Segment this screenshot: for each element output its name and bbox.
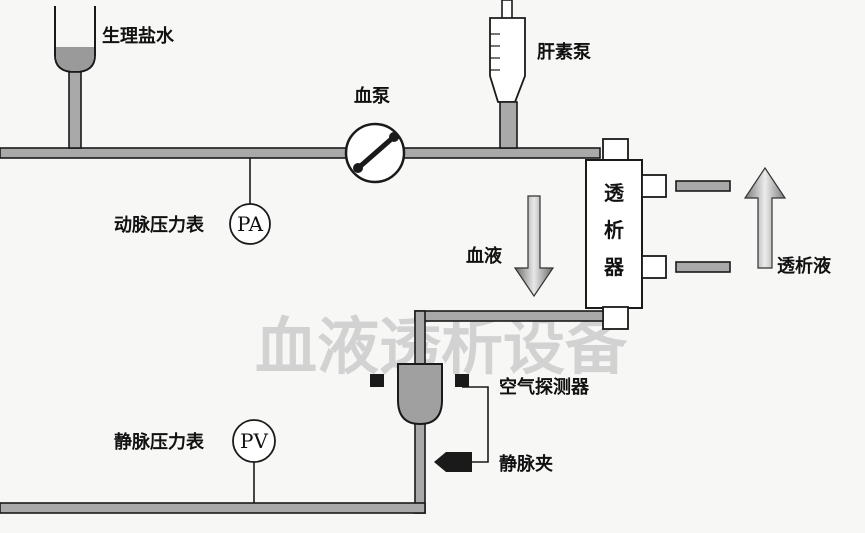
- heparin-pump-label: 肝素泵: [537, 42, 591, 63]
- dialyzer-blood-inlet: [602, 138, 629, 162]
- blood-pump: [344, 122, 406, 184]
- clamp-connector-line: [460, 386, 489, 463]
- dialyzer-dialysate-outlet: [641, 174, 667, 198]
- dialyzer-label-2: 析: [604, 218, 624, 242]
- air-detector-label: 空气探测器: [499, 376, 590, 398]
- venous-line-upper: [414, 310, 426, 368]
- dialyzer-blood-outlet: [602, 306, 629, 330]
- venous-line-top: [414, 310, 604, 322]
- dialysate-in-line: [675, 261, 731, 273]
- air-detector-sensor-right: [455, 374, 469, 387]
- dialysate-label: 透析液: [777, 255, 832, 277]
- venous-line-lower: [414, 419, 426, 514]
- venous-gauge-label: 静脉压力表: [114, 431, 205, 453]
- dialyzer-label-1: 透: [604, 181, 625, 205]
- air-trap-chamber: [370, 363, 469, 426]
- blood-flow-arrow: [513, 195, 555, 298]
- venous-clamp: [434, 452, 472, 472]
- blood-pump-label: 血泵: [354, 85, 390, 107]
- venous-clamp-label: 静脉夹: [499, 453, 553, 475]
- arterial-gauge-label: 动脉压力表: [114, 214, 205, 236]
- dialyzer-label-3: 器: [603, 255, 625, 279]
- heparin-line: [499, 101, 518, 149]
- saline-bag: [54, 6, 96, 149]
- arterial-gauge-text: PA: [237, 212, 264, 236]
- blood-label: 血液: [466, 245, 503, 267]
- saline-label: 生理盐水: [102, 25, 175, 47]
- arterial-pressure-gauge: PA: [229, 203, 271, 245]
- heparin-syringe: [489, 0, 526, 149]
- saline-drip-line: [68, 71, 82, 149]
- dialyzer-body: [585, 159, 643, 309]
- air-detector-sensor-left: [370, 374, 384, 387]
- venous-gauge-text: PV: [240, 429, 268, 453]
- venous-pressure-gauge: PV: [232, 419, 276, 463]
- dialysate-flow-arrow: [743, 166, 787, 269]
- dialysate-out-line: [675, 180, 731, 192]
- venous-line-bottom: [0, 502, 426, 514]
- arterial-line: [0, 147, 601, 159]
- dialyzer-dialysate-inlet: [641, 255, 667, 279]
- dialyzer: 透 析 器: [585, 138, 667, 330]
